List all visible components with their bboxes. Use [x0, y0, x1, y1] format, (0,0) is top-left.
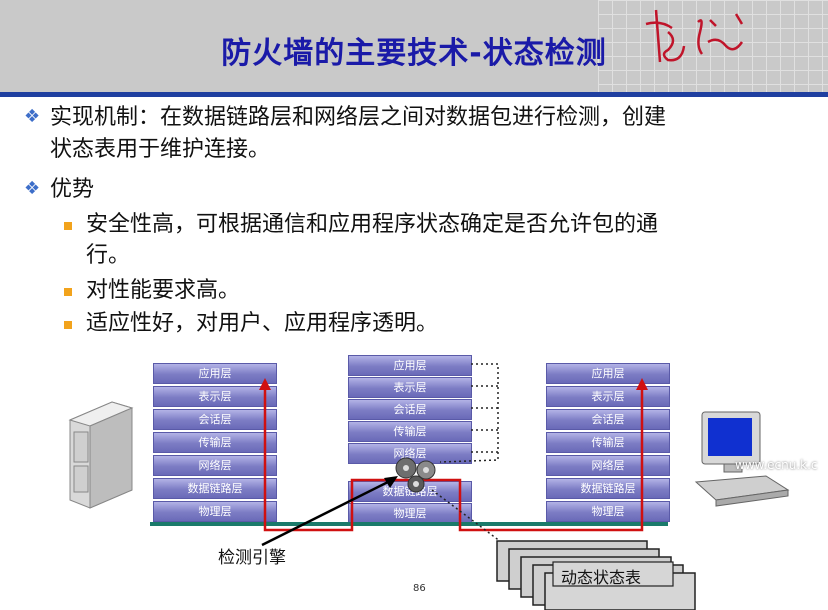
server-icon — [70, 402, 132, 508]
page-number: 86 — [413, 583, 426, 594]
engine-pointer-arrow — [262, 480, 392, 545]
state-table-label: 动态状态表 — [561, 564, 641, 588]
engine-label: 检测引擎 — [218, 543, 286, 568]
watermark-text: www.ecnu.k.c — [735, 458, 818, 472]
gear-icon — [396, 458, 435, 492]
traffic-path — [265, 385, 642, 530]
